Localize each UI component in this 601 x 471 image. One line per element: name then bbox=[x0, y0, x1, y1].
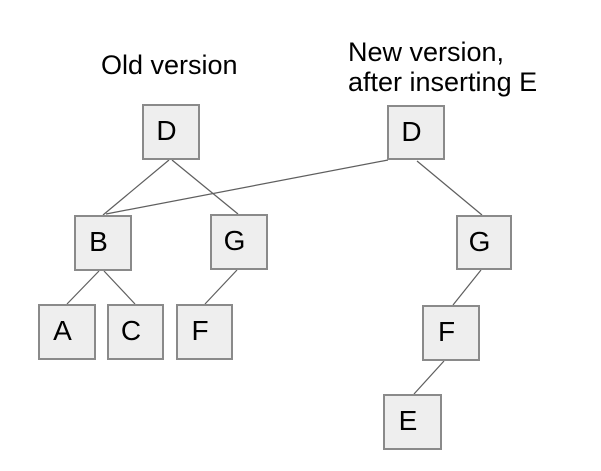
node-label: F bbox=[191, 315, 209, 346]
new-version-title-line1: New version, bbox=[348, 37, 505, 67]
node-label: C bbox=[120, 315, 142, 346]
node-new-E: E bbox=[383, 394, 442, 450]
edge-old-D-to-old-B bbox=[102, 159, 170, 216]
edge-old-B-to-old-C bbox=[103, 270, 136, 305]
node-old-F: F bbox=[176, 304, 233, 360]
node-label: G bbox=[223, 225, 246, 256]
node-old-A: A bbox=[38, 304, 96, 360]
node-old-B: B bbox=[74, 215, 132, 271]
edge-old-D-to-old-G bbox=[171, 159, 239, 215]
new-version-title: New version,after inserting E bbox=[348, 37, 537, 97]
node-new-D: D bbox=[387, 105, 445, 160]
node-label: D bbox=[401, 115, 422, 147]
edge-old-G-to-old-F bbox=[204, 269, 238, 305]
edge-new-D-to-new-G bbox=[416, 160, 483, 216]
node-new-G: G bbox=[456, 215, 512, 270]
node-label: F bbox=[437, 316, 456, 347]
node-label: D bbox=[156, 115, 177, 146]
old-version-title: Old version bbox=[101, 50, 238, 80]
edge-new-G-to-new-F bbox=[452, 269, 482, 306]
node-old-D: D bbox=[142, 104, 200, 160]
node-label: A bbox=[53, 315, 72, 346]
edge-old-B-to-old-A bbox=[66, 270, 100, 305]
node-old-C: C bbox=[107, 304, 164, 360]
node-label: E bbox=[398, 405, 418, 436]
node-label: G bbox=[468, 225, 491, 257]
new-version-title-line2: after inserting E bbox=[348, 67, 538, 97]
node-new-F: F bbox=[422, 305, 480, 361]
edge-new-F-to-new-E bbox=[413, 360, 445, 395]
node-old-G: G bbox=[210, 214, 268, 270]
edge-new-D-to-old-B bbox=[105, 159, 389, 215]
node-label: B bbox=[89, 226, 108, 257]
